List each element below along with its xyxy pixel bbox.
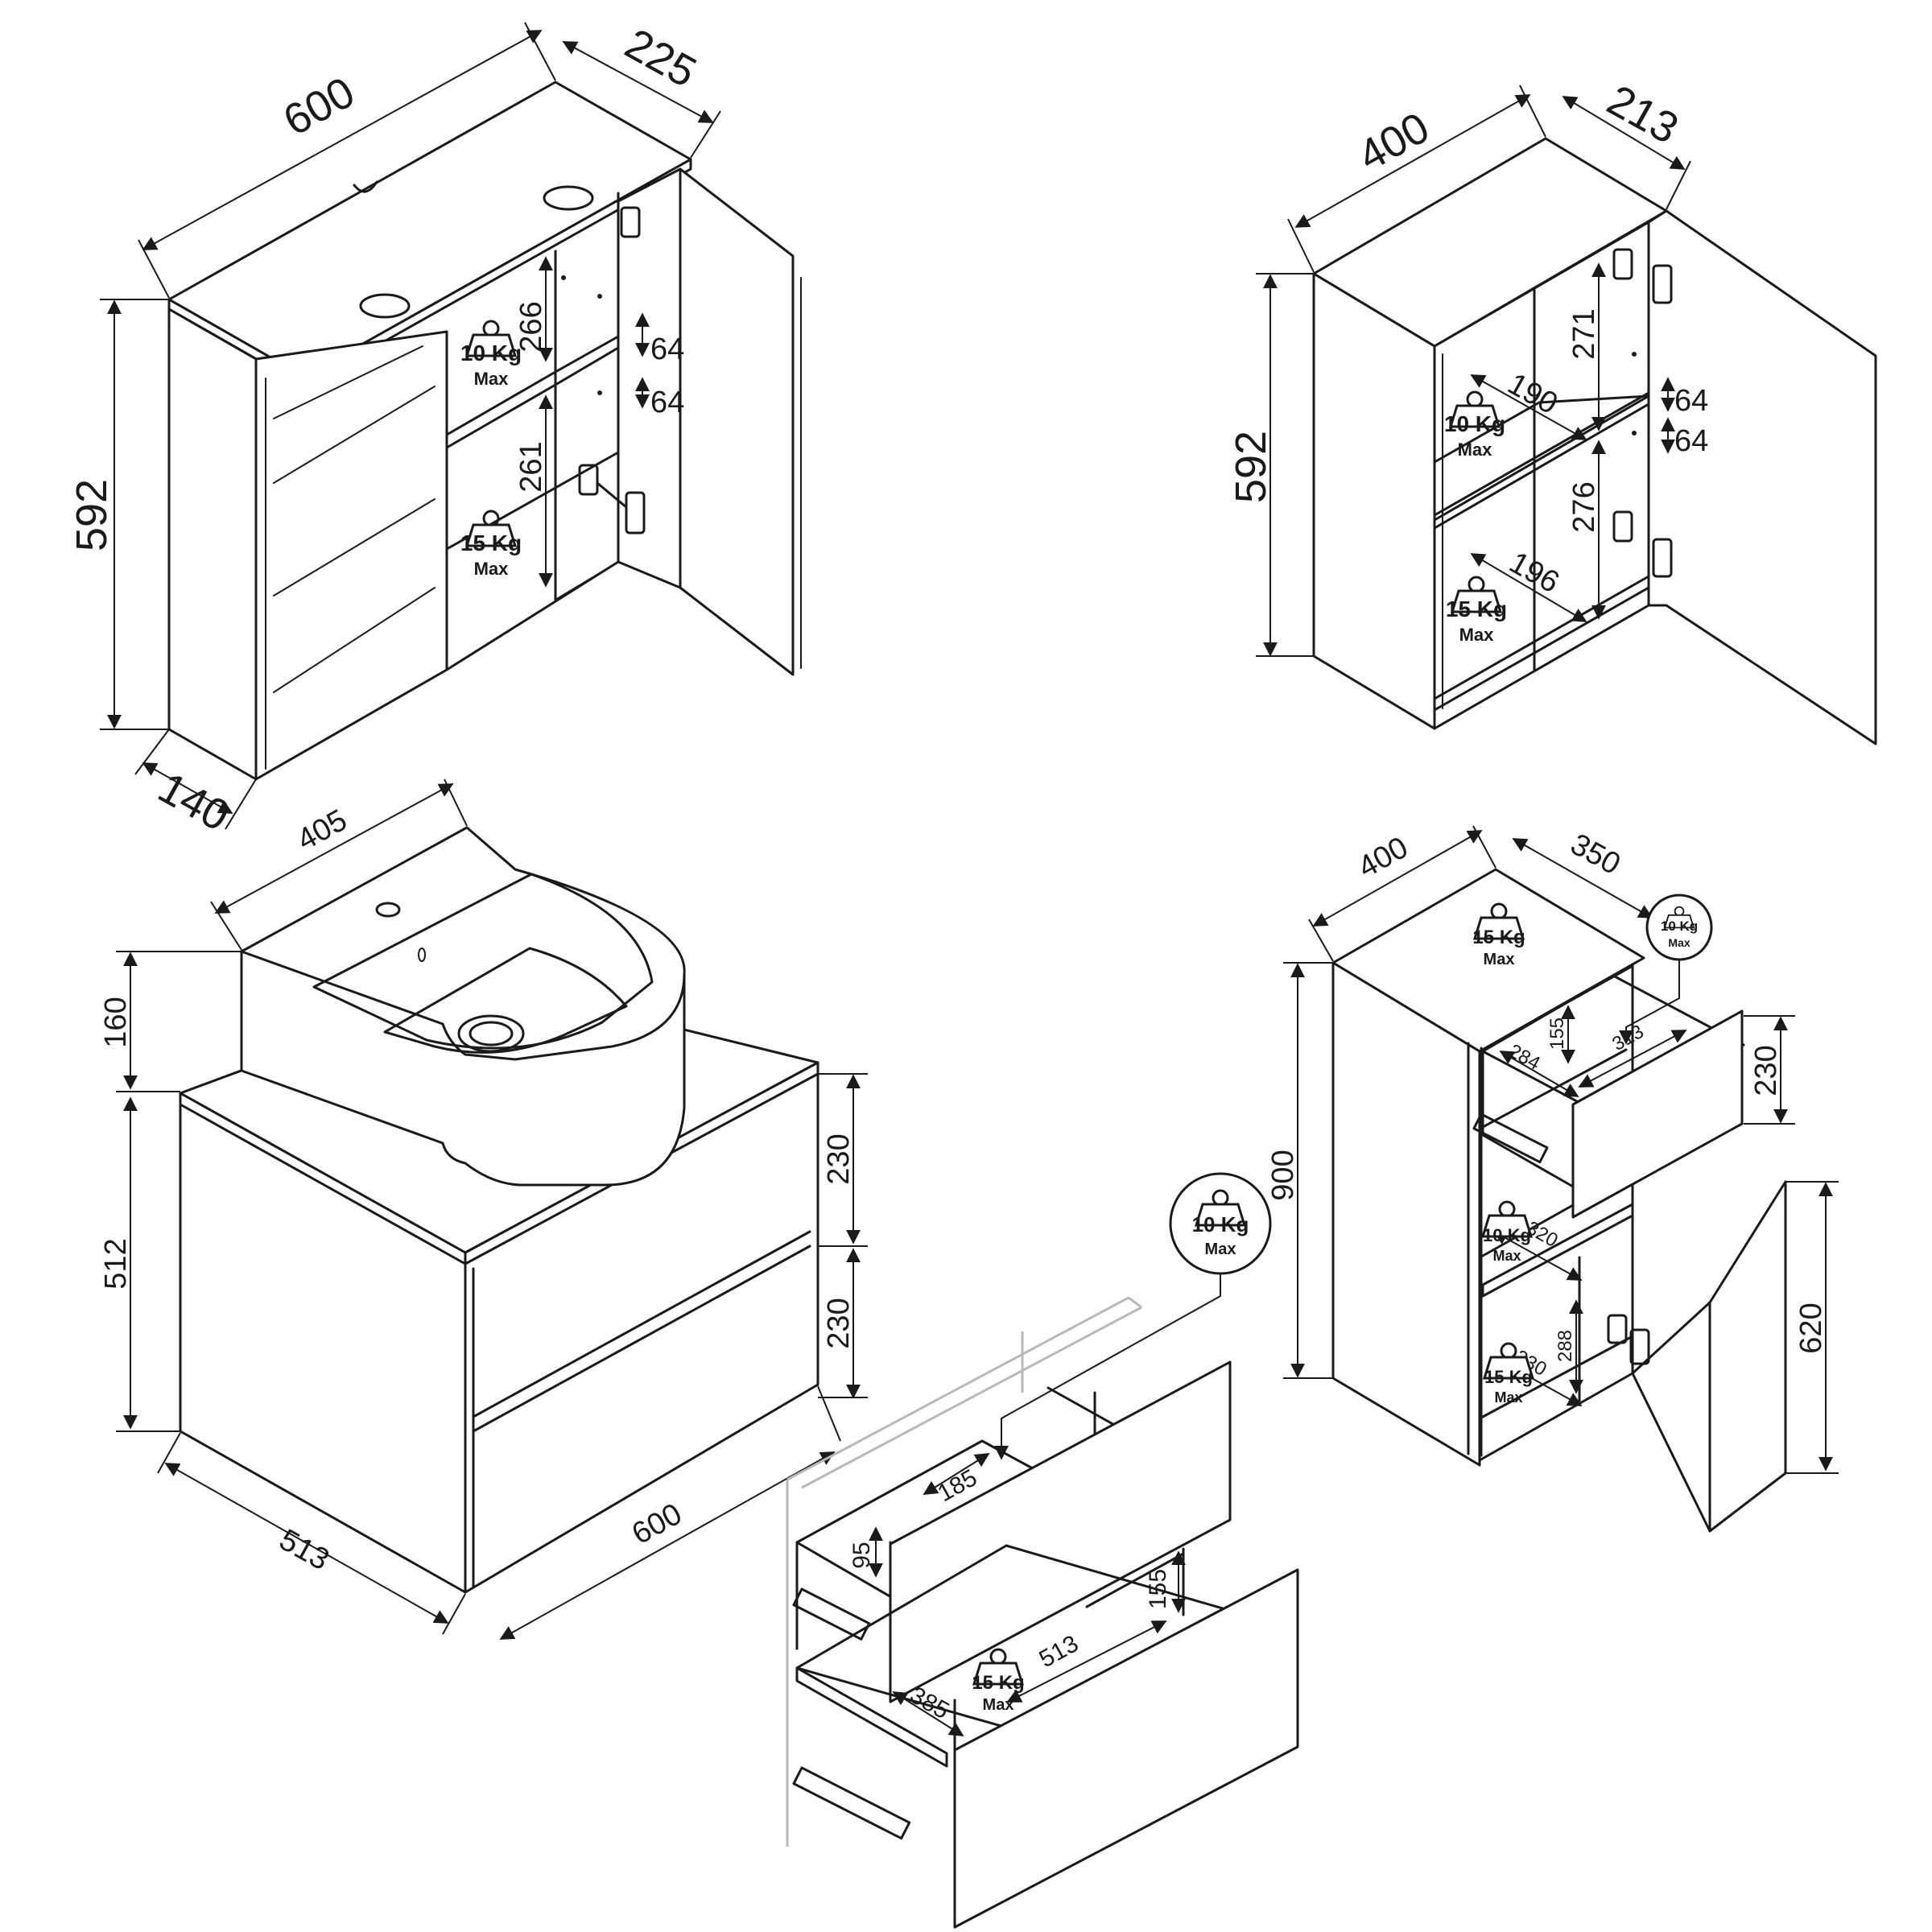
mirror-door [254,330,448,781]
load-badge-lower: 15 Kg Max [1446,576,1507,645]
hinge-icon [1652,538,1673,578]
runner-icon [792,1766,911,1840]
drawers-detail-view: 185 95 155 513 385 10 Kg Max 15 Kg Max [786,1172,1299,1929]
hinge-icon [1629,1328,1650,1365]
label-depth: 513 [274,1523,335,1577]
wall-cabinet-view: 400 213 592 271 276 64 64 190 196 10 Kg … [1227,76,1877,745]
label-gap-a: 64 [1674,384,1708,418]
svg-text:Max: Max [1459,625,1495,645]
tap-hole [543,185,594,211]
tall-shelf-upper [1481,1203,1634,1298]
label-shelf-lower-height: 288 [1554,1330,1576,1362]
svg-text:15 Kg: 15 Kg [460,530,522,555]
svg-text:Max: Max [1205,1241,1236,1258]
wall-cabinet-open-door [1647,209,1877,745]
tall-drawer-front [1571,1009,1744,1219]
hinge-icon [1612,248,1633,280]
label-depth: 213 [1600,76,1686,153]
label-height: 900 [1266,1150,1300,1200]
load-badge-lower: 15 Kg Max [460,510,522,579]
svg-text:Max: Max [1492,1248,1521,1264]
vanity-view: 405 160 512 230 230 513 600 [99,778,868,1640]
label-shelf-upper: 266 [514,301,548,352]
label-width: 600 [275,68,362,145]
load-badge-top-zoom: 10 Kg Max [1169,1172,1272,1275]
mirror-cabinet-top [167,80,692,378]
mirror-cabinet-view: 600 225 592 140 266 261 64 64 10 Kg Max … [68,19,802,840]
label-door-height: 620 [1794,1302,1828,1353]
label-drawer-inner-height: 155 [1546,1018,1568,1050]
hinge-icon [1652,264,1673,304]
label-width: 400 [1350,103,1437,180]
label-shelf-lower: 276 [1567,481,1601,532]
svg-text:Max: Max [1668,936,1690,949]
svg-text:Max: Max [1484,951,1515,968]
label-bottom-inner-height: 155 [1145,1569,1171,1609]
label-drawer-bottom: 230 [822,1298,856,1348]
load-badge-upper: 10 Kg Max [460,320,522,389]
label-basin-height: 160 [99,997,133,1047]
label-gap-b: 64 [650,386,684,419]
label-height: 592 [1227,431,1275,503]
label-drawer-height: 230 [1749,1045,1783,1096]
svg-text:15 Kg: 15 Kg [972,1672,1024,1694]
label-shelf-depth-lower: 196 [1504,546,1565,600]
runner-icon [792,1587,871,1641]
label-gap-b: 64 [1674,424,1708,458]
load-badge-lower: 15 Kg Max [1483,1342,1534,1406]
lower-drawer-front [953,1568,1299,1929]
svg-text:10 Kg: 10 Kg [460,341,522,365]
runner-icon [1472,1113,1549,1164]
load-badge-upper: 10 Kg Max [1481,1200,1533,1264]
hinge-icon [620,206,641,238]
label-depth-top: 225 [617,19,704,97]
label-drawer-top: 230 [822,1133,856,1184]
svg-text:15 Kg: 15 Kg [1446,597,1507,621]
label-gap-a: 64 [650,332,684,366]
hinge-icon [578,464,599,496]
load-badge-top: 15 Kg Max [1472,902,1525,968]
label-width: 400 [1352,831,1414,885]
svg-text:Max: Max [983,1696,1014,1714]
drawer-split [472,1230,811,1418]
label-height: 592 [68,479,116,551]
dim-line-width [142,30,543,250]
label-shelf-lower: 261 [514,441,548,492]
basin [240,826,686,1187]
hinge-icon [1607,1314,1628,1344]
mirror-cabinet-open-door [617,167,795,676]
svg-text:15 Kg: 15 Kg [1472,927,1525,948]
load-badge-bottom: 15 Kg Max [972,1648,1025,1714]
svg-text:10 Kg: 10 Kg [1192,1212,1249,1236]
svg-text:10 Kg: 10 Kg [1661,919,1698,934]
hinge-icon [1612,510,1633,543]
label-shelf-depth-upper: 190 [1502,367,1563,421]
load-badge-drawer-zoom: 10 Kg Max [1645,894,1713,961]
hinge-icon [625,491,646,535]
drain-icon [457,1014,525,1053]
svg-text:Max: Max [1458,440,1493,460]
svg-text:Max: Max [474,559,510,579]
tap-hole [359,293,411,319]
label-basin-width: 405 [291,803,353,857]
label-top-inner-height: 95 [848,1542,875,1568]
label-width: 600 [626,1497,687,1551]
label-drawer-inner-width: 284 [1505,1040,1544,1075]
svg-text:15 Kg: 15 Kg [1484,1367,1533,1387]
label-shelf-upper: 271 [1567,308,1601,359]
load-badge-upper: 10 Kg Max [1444,390,1505,460]
label-cabinet-height: 512 [99,1238,133,1289]
upper-drawer-front [889,1360,1232,1703]
svg-text:10 Kg: 10 Kg [1444,411,1505,436]
svg-text:Max: Max [1494,1389,1522,1406]
svg-text:10 Kg: 10 Kg [1483,1225,1531,1245]
tall-cabinet-view: 400 350 900 230 620 155 284 313 320 330 … [1266,825,1839,1533]
svg-text:Max: Max [474,369,510,389]
